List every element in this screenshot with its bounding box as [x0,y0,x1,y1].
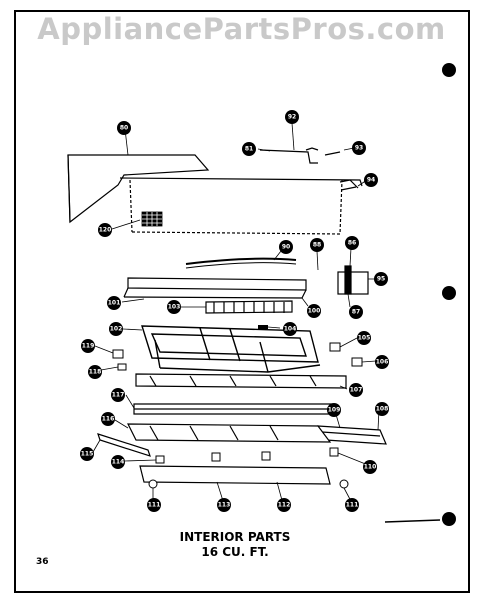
svg-text:113: 113 [218,502,231,509]
callout-111-right: 111 [345,498,359,512]
callout-107: 107 [349,383,363,397]
binder-hole-top [442,63,456,77]
svg-text:119: 119 [82,343,95,350]
page-number: 36 [36,557,49,567]
callout-116: 116 [101,412,115,426]
shelf-trim [133,403,333,415]
callout-120: 120 [98,223,112,237]
svg-text:93: 93 [355,145,363,152]
watermark: AppliancePartsPros.com [37,12,446,46]
caption-title: INTERIOR PARTS [179,530,291,544]
svg-text:112: 112 [278,502,291,509]
svg-text:88: 88 [313,242,321,249]
svg-text:105: 105 [358,335,371,342]
callouts: 80 81 92 93 94 120 90 88 86 95 101 100 1… [80,110,389,512]
callout-117: 117 [111,388,125,402]
callout-90: 90 [279,240,293,254]
shelf-support-left [112,349,127,371]
glass-shelf-upper [135,373,347,389]
callout-113: 113 [217,498,231,512]
roller-left [148,479,158,489]
callout-94: 94 [364,173,378,187]
callout-102: 102 [109,322,123,336]
svg-text:94: 94 [367,177,375,184]
callout-92: 92 [285,110,299,124]
callout-114: 114 [111,455,125,469]
svg-text:110: 110 [364,464,377,471]
callout-109: 109 [327,403,341,417]
svg-text:80: 80 [120,125,128,132]
callout-95: 95 [374,272,388,286]
svg-text:102: 102 [110,326,123,333]
stud-mid-1 [211,452,221,462]
svg-text:103: 103 [168,304,181,311]
vent-grid [141,211,163,227]
svg-text:111: 111 [148,502,161,509]
cover-rod [185,257,297,265]
glass-shelf-lower [127,423,332,443]
shelf-rail [123,277,307,299]
diagram-caption: INTERIOR PARTS 16 CU. FT. [150,530,320,560]
binder-hole-middle [442,286,456,300]
callout-106: 106 [375,355,389,369]
svg-text:111: 111 [346,502,359,509]
callout-111-left: 111 [147,498,161,512]
shelf-support-right [329,342,363,367]
svg-text:90: 90 [282,244,290,251]
callout-119: 119 [81,339,95,353]
callout-81: 81 [242,142,256,156]
callout-105: 105 [357,331,371,345]
callout-103: 103 [167,300,181,314]
callout-86: 86 [345,236,359,250]
crisper-cover [139,465,331,485]
callout-110: 110 [363,460,377,474]
side-bracket [337,265,369,295]
light-shield [205,300,293,314]
svg-text:87: 87 [352,309,360,316]
svg-text:101: 101 [108,300,121,307]
svg-text:118: 118 [89,369,102,376]
callout-115: 115 [80,447,94,461]
callout-108: 108 [375,402,389,416]
svg-text:104: 104 [284,326,297,333]
svg-text:109: 109 [328,407,341,414]
callout-101: 101 [107,296,121,310]
clip [258,325,268,329]
bracket-assembly [259,147,357,191]
stud-110 [329,447,339,457]
callout-87: 87 [349,305,363,319]
svg-text:106: 106 [376,359,389,366]
callout-100: 100 [307,304,321,318]
svg-text:107: 107 [350,387,363,394]
stud-mid-2 [261,451,271,461]
callout-88: 88 [310,238,324,252]
callout-112: 112 [277,498,291,512]
roller-right [339,479,349,489]
svg-text:108: 108 [376,406,389,413]
side-rail [97,433,151,457]
callout-118: 118 [88,365,102,379]
svg-text:120: 120 [99,227,112,234]
callout-80: 80 [117,121,131,135]
wire-shelf [141,325,321,373]
svg-text:95: 95 [377,276,385,283]
svg-text:100: 100 [308,308,321,315]
svg-text:115: 115 [81,451,94,458]
stud-114 [155,455,165,464]
callout-93: 93 [352,141,366,155]
caption-subtitle: 16 CU. FT. [201,545,269,559]
svg-text:86: 86 [348,240,356,247]
svg-text:114: 114 [112,459,125,466]
svg-text:92: 92 [288,114,296,121]
binder-hole-bottom [442,512,456,526]
callout-104: 104 [283,322,297,336]
page-border [14,10,470,593]
svg-text:81: 81 [245,146,253,153]
svg-text:117: 117 [112,392,125,399]
evaporator-cover [67,154,363,235]
svg-text:116: 116 [102,416,115,423]
